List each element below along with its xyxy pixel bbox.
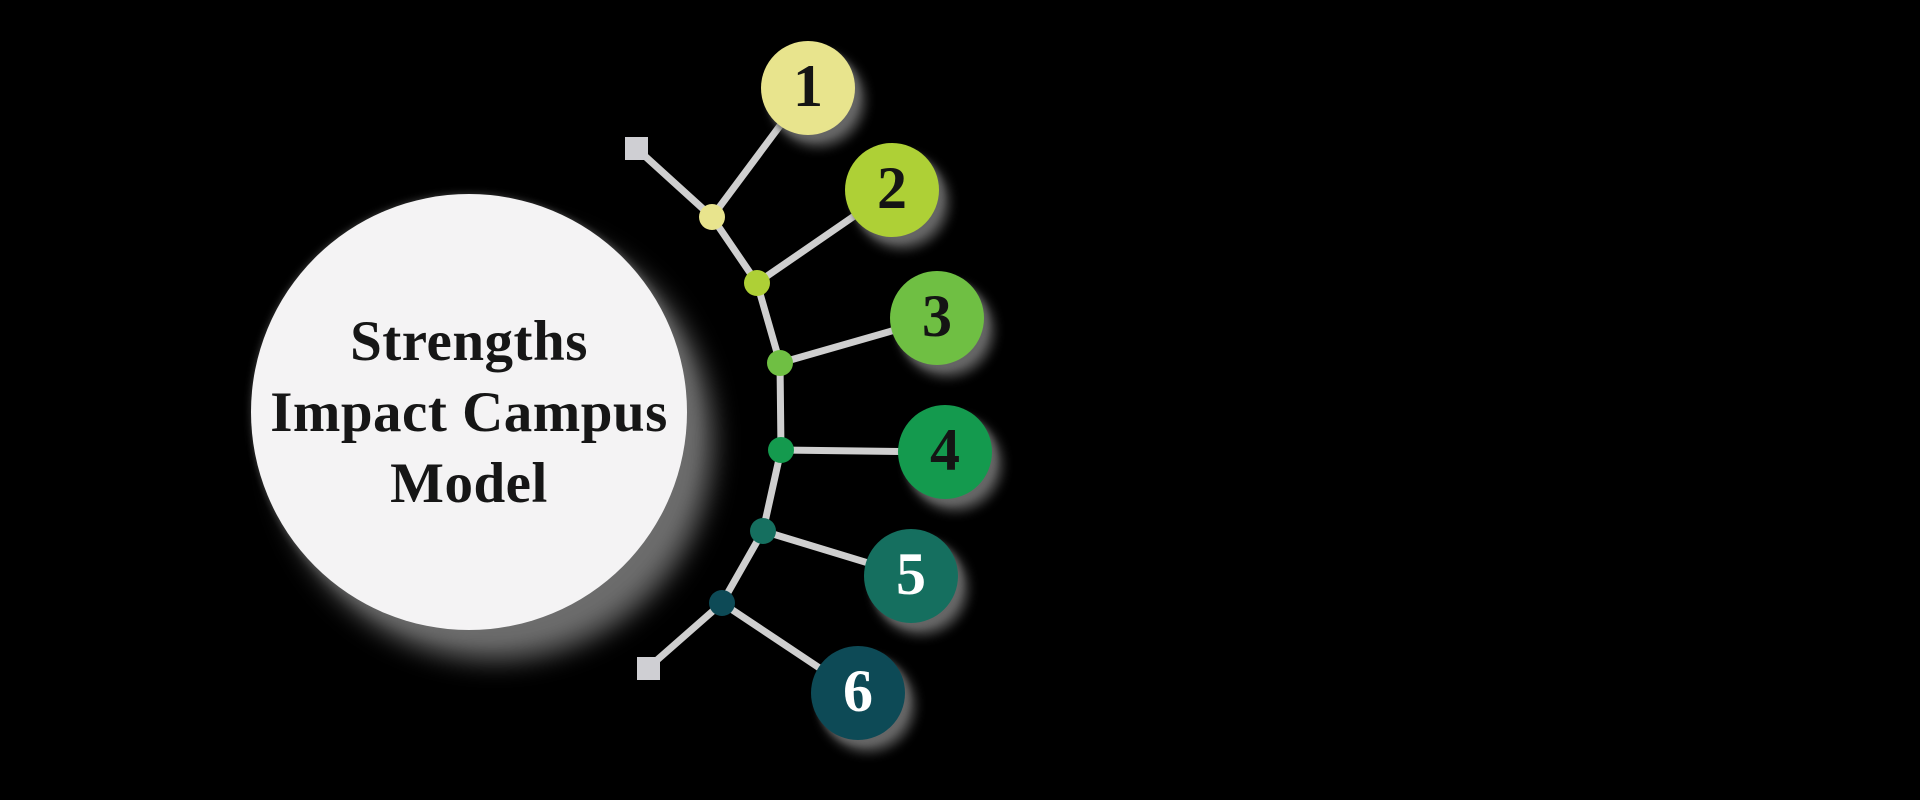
hub-title-line-3: Model bbox=[390, 451, 548, 515]
step-circle-3: 3 bbox=[890, 271, 984, 365]
hub-title-line-2: Impact Campus bbox=[270, 380, 668, 444]
hub-circle: Strengths Impact Campus Model bbox=[251, 194, 687, 630]
hub-title-line-1: Strengths bbox=[350, 309, 588, 373]
node-dot-6 bbox=[709, 590, 735, 616]
step-circle-2: 2 bbox=[845, 143, 939, 237]
step-number-5: 5 bbox=[896, 541, 926, 607]
endpoint-square-bottom bbox=[637, 657, 660, 680]
step-number-6: 6 bbox=[843, 658, 873, 724]
node-dot-4 bbox=[768, 437, 794, 463]
step-circle-5: 5 bbox=[864, 529, 958, 623]
step-number-3: 3 bbox=[922, 283, 952, 349]
step-circle-4: 4 bbox=[898, 405, 992, 499]
node-dot-5 bbox=[750, 518, 776, 544]
step-number-2: 2 bbox=[877, 155, 907, 221]
node-dot-1 bbox=[699, 204, 725, 230]
step-circle-1: 1 bbox=[761, 41, 855, 135]
node-dot-2 bbox=[744, 270, 770, 296]
step-number-4: 4 bbox=[930, 417, 960, 483]
endpoint-square-top bbox=[625, 137, 648, 160]
node-dot-3 bbox=[767, 350, 793, 376]
hub-title: Strengths Impact Campus Model bbox=[270, 306, 668, 519]
step-number-1: 1 bbox=[793, 53, 823, 119]
step-circle-6: 6 bbox=[811, 646, 905, 740]
